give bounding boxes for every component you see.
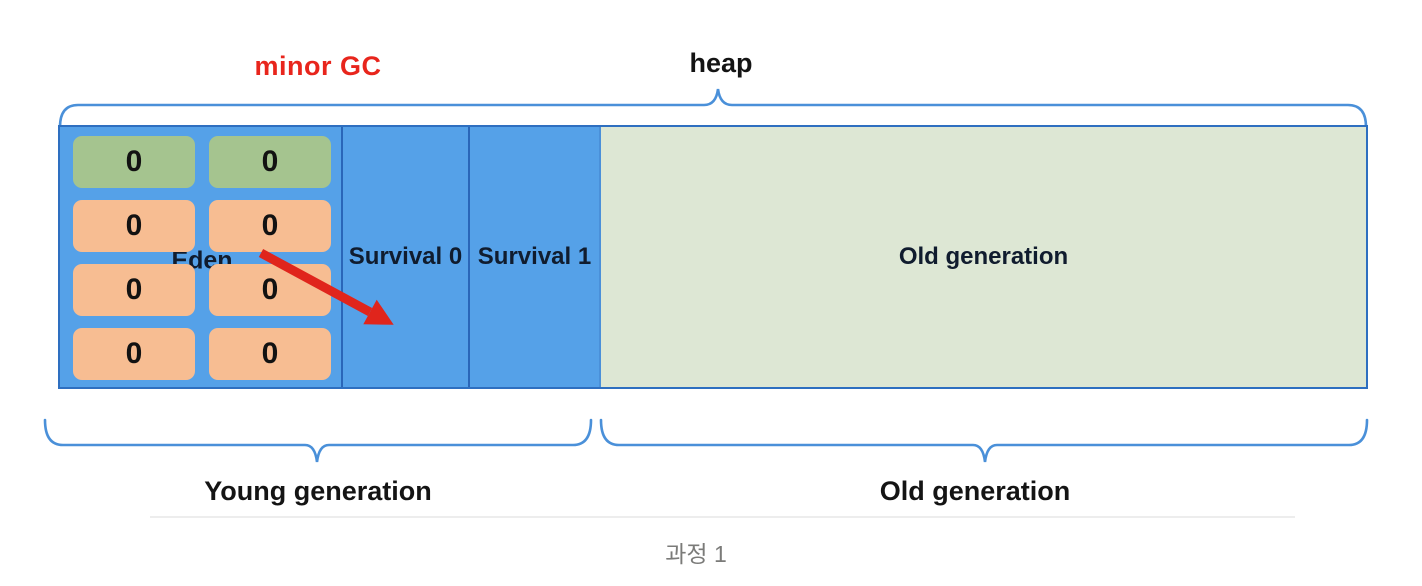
heap-label: heap — [689, 48, 753, 78]
survival0-section: Survival 0 — [341, 127, 468, 387]
survival1-section: Survival 1 — [468, 127, 599, 387]
young-generation-label: Young generation — [204, 476, 432, 506]
old-generation-brace — [599, 418, 1369, 463]
caption: 과정 1 — [665, 541, 727, 567]
eden-object-cell: 0 — [209, 264, 331, 316]
eden-object-cell: 0 — [73, 200, 195, 252]
survival0-label: Survival 0 — [348, 243, 463, 270]
eden-object-cell: 0 — [73, 264, 195, 316]
young-generation-brace — [43, 418, 593, 463]
eden-object-cell: 0 — [209, 200, 331, 252]
survival1-label: Survival 1 — [477, 243, 592, 270]
old-generation-section: Old generation — [599, 127, 1366, 387]
old-generation-section-label: Old generation — [898, 243, 1069, 270]
eden-object-cell: 0 — [209, 328, 331, 380]
minor-gc-label: minor GC — [254, 51, 382, 81]
divider-rule — [150, 516, 1295, 518]
heap-brace — [58, 88, 1368, 128]
minor-gc-arrow-icon — [258, 249, 394, 325]
eden-object-cell: 0 — [73, 136, 195, 188]
eden-object-cell: 0 — [73, 328, 195, 380]
old-generation-label: Old generation — [879, 476, 1071, 506]
eden-object-cell: 0 — [209, 136, 331, 188]
